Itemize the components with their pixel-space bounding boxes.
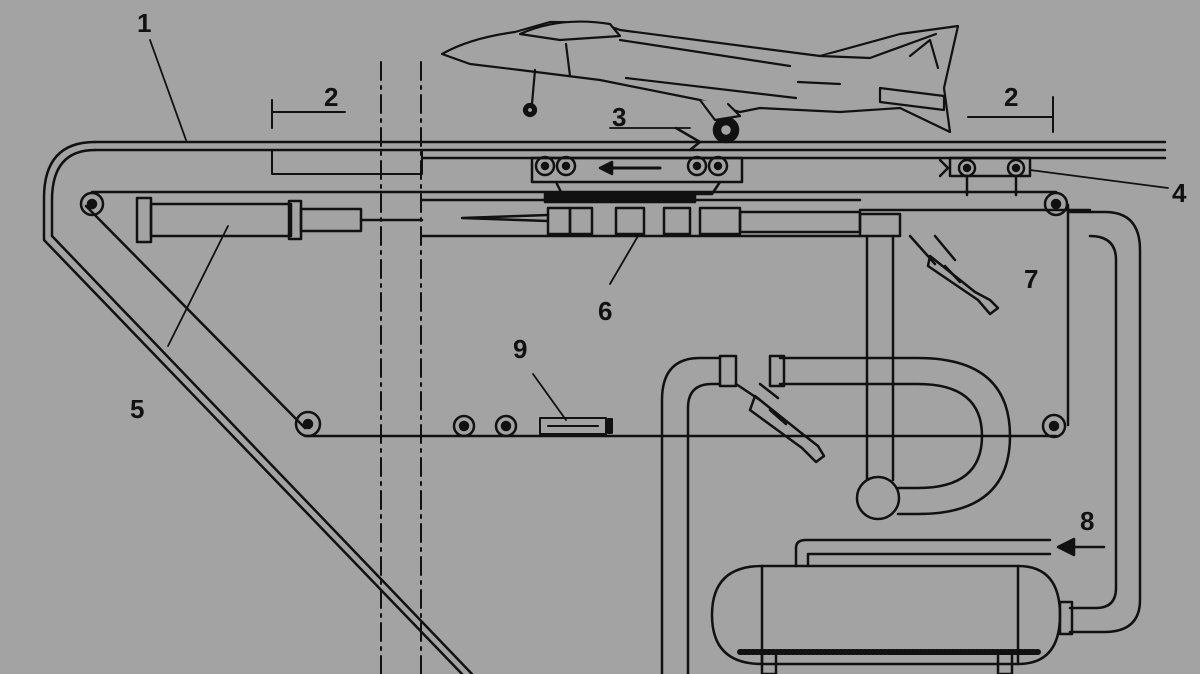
callout-6: 6: [598, 296, 612, 326]
callout-2-right: 2: [1004, 82, 1018, 112]
steam-pipes: [660, 210, 1142, 674]
steam-receiver: [710, 564, 1074, 674]
piston-assembly: [460, 192, 862, 236]
aircraft: [440, 20, 960, 134]
callout-5: 5: [130, 394, 144, 424]
section-marker-right: [967, 96, 1054, 133]
callout-8: 8: [1080, 506, 1094, 536]
retraction-cylinder: [135, 196, 424, 244]
callout-4: 4: [1172, 178, 1187, 208]
flight-deck: [93, 140, 1167, 175]
steam-inlet: [794, 537, 1106, 568]
callout-3: 3: [612, 102, 626, 132]
holdback-unit: [938, 156, 1032, 197]
callout-2-left: 2: [324, 82, 338, 112]
callout-7: 7: [1024, 264, 1038, 294]
callout-1: 1: [137, 8, 151, 38]
launch-bar: [674, 116, 740, 152]
launch-tubes: [420, 198, 1092, 238]
catapult-casing: [42, 140, 474, 674]
centerline: [380, 61, 422, 674]
tensioner: [539, 417, 613, 435]
pulleys: [79, 191, 1069, 439]
section-marker-left: [271, 99, 346, 129]
callout-9: 9: [513, 334, 527, 364]
steam-valve-lower: [734, 382, 826, 464]
cable-loop: [84, 190, 1070, 438]
shuttle: [530, 155, 744, 196]
leader-lines: [149, 39, 1169, 421]
steam-valve-upper: [908, 234, 1000, 316]
